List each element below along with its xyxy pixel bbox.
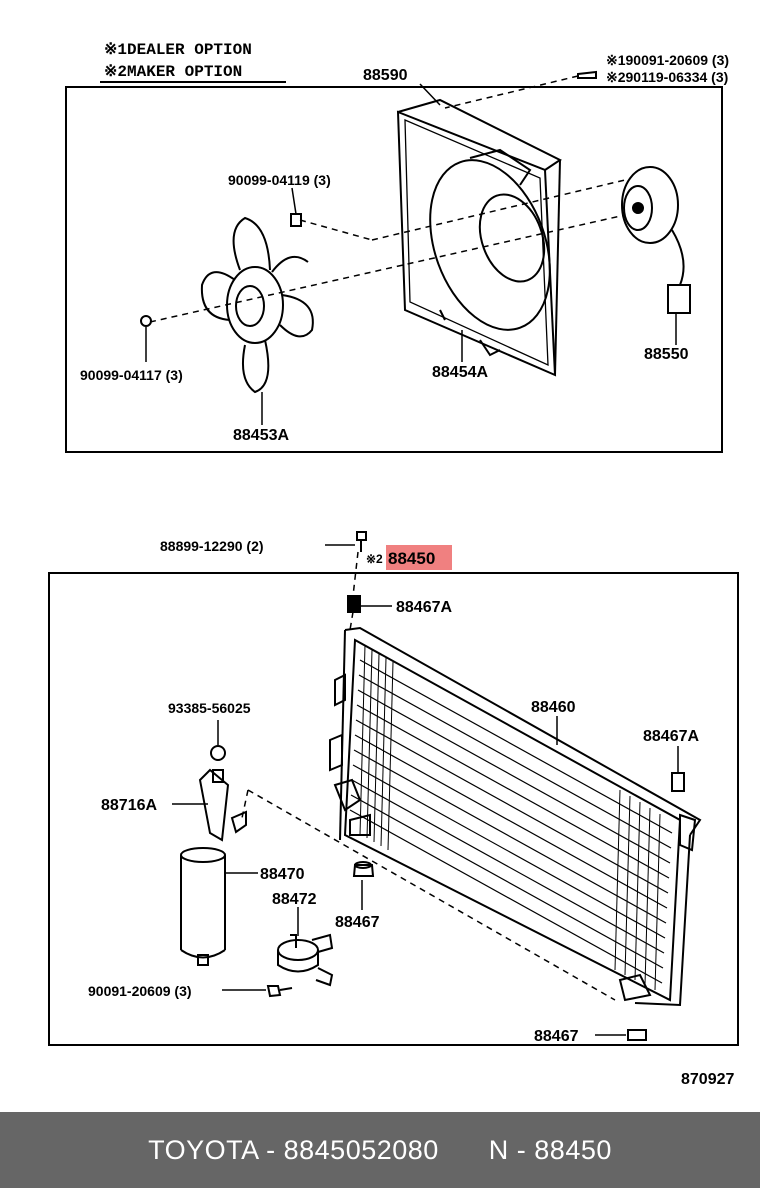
label-cushion-bottom: 88467 <box>534 1028 579 1045</box>
receiver-bracket-drawing <box>277 933 334 987</box>
condenser-fasteners <box>347 531 685 1041</box>
label-receiver-bracket: 88472 <box>272 891 317 908</box>
top-assembly-lines <box>149 75 626 323</box>
label-bolt-lower: 90091-20609 (3) <box>88 983 192 999</box>
bottom-assembly-lines <box>241 551 616 1001</box>
fan-blade-drawing <box>200 216 314 394</box>
label-cushion-mid: 88467 <box>335 914 380 931</box>
label-cushion-top: 88467A <box>396 599 452 616</box>
condenser-fins <box>349 659 673 984</box>
label-condenser-assy: 88450 <box>388 549 435 568</box>
diagram-code: 870927 <box>681 1071 734 1088</box>
top-frame <box>65 86 723 453</box>
bottom-frame <box>48 572 739 1046</box>
label-receiver: 88470 <box>260 866 305 883</box>
label-fan-motor: 88550 <box>644 346 689 363</box>
label-condenser: 88460 <box>531 699 576 716</box>
label-option-part-2: ※290119-06334 (3) <box>606 69 728 85</box>
top-leader-lines <box>145 83 677 425</box>
label-screw-upper: 90099-04119 (3) <box>228 172 331 188</box>
label-cushion-right: 88467A <box>643 728 699 745</box>
top-assembly: 88590 ※190091-20609 (3) ※290119-06334 (3… <box>65 52 729 453</box>
receiver-drawing <box>180 847 226 966</box>
label-shroud: 88454A <box>432 364 488 381</box>
label-option-part-1: ※190091-20609 (3) <box>606 52 729 68</box>
condenser-drawing <box>329 626 702 1007</box>
condenser-cores <box>359 644 661 991</box>
fan-shroud-drawing <box>396 98 562 377</box>
highlight-88450 <box>386 545 452 570</box>
label-plug: 93385-56025 <box>168 700 251 716</box>
lower-bolt-drawing <box>266 985 293 998</box>
bottom-leader-lines <box>172 544 679 1036</box>
footer-ref: N - 88450 <box>488 1134 612 1165</box>
legend: ※1DEALER OPTION ※2MAKER OPTION <box>100 41 286 83</box>
label-fan-blade: 88453A <box>233 427 289 444</box>
legend-maker-option: ※2MAKER OPTION <box>104 63 242 81</box>
legend-dealer-option: ※1DEALER OPTION <box>104 41 252 59</box>
label-bracket: 88716A <box>101 797 157 814</box>
bottom-assembly: 88899-12290 (2) ※2 88450 88467A 88460 88… <box>48 531 739 1046</box>
footer-bar: TOYOTA - 8845052080 N - 88450 <box>0 1112 760 1188</box>
label-88590: 88590 <box>363 67 408 84</box>
parts-diagram: ※1DEALER OPTION ※2MAKER OPTION <box>48 41 739 1088</box>
label-bolt: 88899-12290 (2) <box>160 538 264 554</box>
pipe-bracket-drawing <box>198 745 247 842</box>
fan-motor-drawing <box>621 166 691 314</box>
footer-brand-part: TOYOTA - 8845052080 <box>148 1134 439 1165</box>
label-screw-lower: 90099-04117 (3) <box>80 367 183 383</box>
label-condenser-prefix: ※2 <box>366 552 383 566</box>
